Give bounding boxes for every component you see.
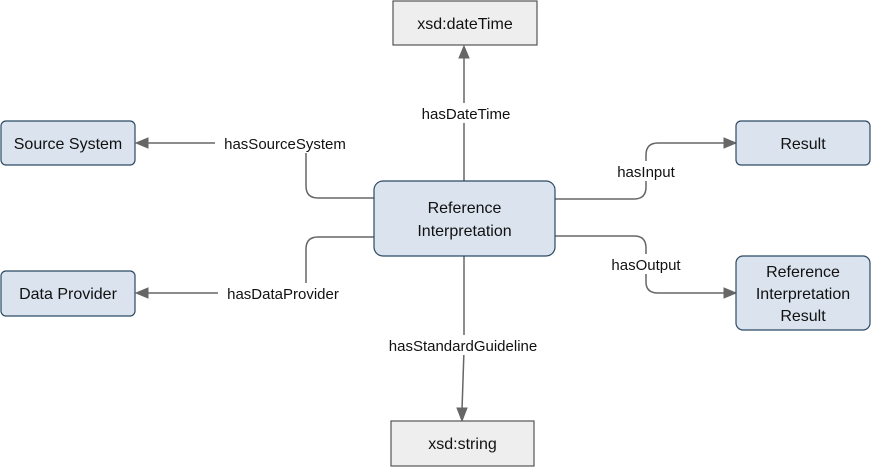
node-xsd-string: xsd:string bbox=[390, 420, 535, 467]
node-label-line: Source System bbox=[14, 136, 122, 153]
node-reference-interpretation: Reference Interpretation bbox=[373, 180, 556, 257]
edge-label-text: hasOutput bbox=[611, 257, 681, 274]
edge-label-has-source-system: hasSourceSystem bbox=[215, 133, 355, 153]
node-source-system: Source System bbox=[0, 120, 136, 166]
edge-label-text: hasDataProvider bbox=[227, 286, 339, 303]
node-label-line: Result bbox=[780, 136, 826, 153]
node-reference-interpretation-result: Reference Interpretation Result bbox=[735, 255, 871, 331]
edge-label-has-standard-guideline: hasStandardGuideline bbox=[376, 335, 550, 355]
node-label-line: xsd:dateTime bbox=[417, 16, 513, 33]
node-label-line: xsd:string bbox=[428, 436, 496, 453]
node-label-line: Reference bbox=[428, 200, 502, 217]
arrow-head bbox=[458, 44, 470, 59]
node-xsd-datetime: xsd:dateTime bbox=[392, 0, 538, 46]
edge-label-text: hasSourceSystem bbox=[224, 136, 346, 153]
arrow-head bbox=[134, 287, 149, 299]
edge-label-has-data-provider: hasDataProvider bbox=[218, 283, 348, 303]
arrow-head bbox=[134, 137, 149, 149]
node-label-line: Interpretation bbox=[417, 223, 511, 240]
arrow-head bbox=[456, 407, 468, 423]
edge-has-source-system bbox=[134, 137, 374, 199]
node-label-line: Result bbox=[780, 308, 826, 325]
edge-label-has-input: hasInput bbox=[610, 161, 682, 181]
edge-label-has-date-time: hasDateTime bbox=[414, 103, 518, 123]
arrow-head bbox=[723, 137, 738, 149]
edge-label-text: hasInput bbox=[617, 164, 675, 181]
edge-label-has-output: hasOutput bbox=[604, 254, 688, 274]
node-label-line: Interpretation bbox=[756, 286, 850, 303]
node-result: Result bbox=[735, 120, 871, 166]
node-label-line: Data Provider bbox=[19, 286, 117, 303]
arrow-head bbox=[723, 287, 738, 299]
node-data-provider: Data Provider bbox=[0, 270, 136, 317]
edge-label-text: hasDateTime bbox=[422, 106, 511, 123]
edge-label-text: hasStandardGuideline bbox=[389, 338, 537, 355]
node-label-line: Reference bbox=[766, 264, 840, 281]
edge-has-data-provider bbox=[134, 236, 374, 299]
